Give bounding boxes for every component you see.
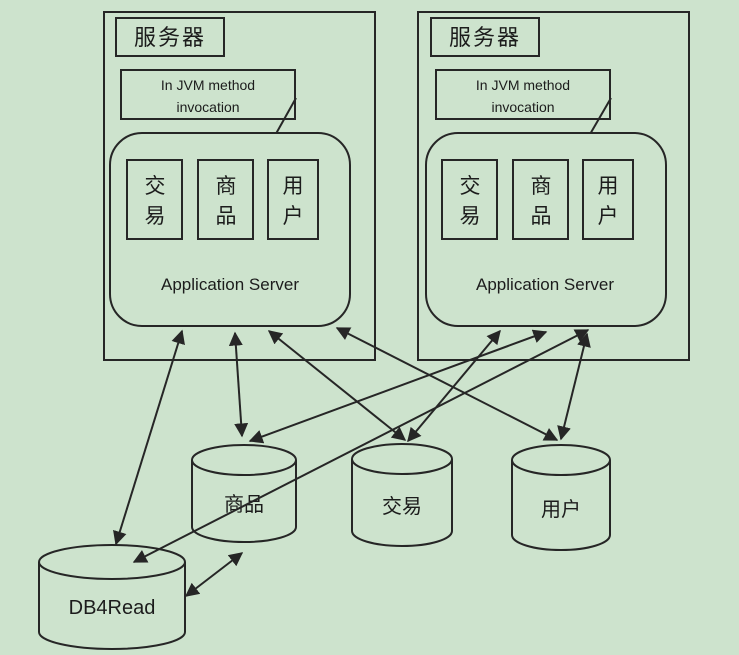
server-1-title: 服务器 xyxy=(134,26,206,51)
server-2-module-goods xyxy=(512,159,569,240)
server-2-module-user-char-2: 户 xyxy=(598,204,619,228)
server-1-jvm-line-2: invocation xyxy=(176,99,239,115)
db-goods-top xyxy=(191,444,297,476)
server-2: 服务器 In JVM method invocation 交 易 商 品 用 户… xyxy=(417,11,690,361)
server-2-module-goods-char-2: 品 xyxy=(531,204,552,228)
server-1-title-box xyxy=(115,17,225,57)
db-read-top xyxy=(38,544,186,580)
server-2-module-trade-char-1: 交 xyxy=(460,174,481,198)
server-1-module-user xyxy=(267,159,319,240)
server-2-module-user xyxy=(582,159,634,240)
server-1-module-goods-char-1: 商 xyxy=(216,174,237,198)
db-user-top xyxy=(511,444,611,476)
server-1-module-goods-char-2: 品 xyxy=(216,204,237,228)
server-1-jvm-box xyxy=(120,69,296,120)
server-1-module-goods xyxy=(197,159,254,240)
arrow-server1-dbread xyxy=(113,329,185,546)
server-2-module-goods-char-1: 商 xyxy=(531,174,552,198)
server-1-module-trade-char-2: 易 xyxy=(145,204,166,228)
server-1-module-trade-char-1: 交 xyxy=(145,174,166,198)
server-2-module-user-char-1: 用 xyxy=(598,174,619,198)
server-1: 服务器 In JVM method invocation 交 易 商 品 用 户… xyxy=(103,11,376,361)
server-1-module-user-char-2: 户 xyxy=(283,204,304,228)
server-2-title: 服务器 xyxy=(449,26,521,51)
db-user: 用户 xyxy=(511,444,611,551)
db-read-label: DB4Read xyxy=(69,597,156,619)
arrow-server2-dbread xyxy=(132,329,590,563)
server-2-jvm-line-2: invocation xyxy=(491,99,554,115)
server-1-jvm-line-1: In JVM method xyxy=(161,77,255,93)
db-trade-label: 交易 xyxy=(382,494,422,518)
server-2-jvm-line-1: In JVM method xyxy=(476,77,570,93)
server-2-title-box xyxy=(430,17,540,57)
server-2-jvm-box xyxy=(435,69,611,120)
db-read: DB4Read xyxy=(38,544,186,650)
server-2-module-trade xyxy=(441,159,498,240)
db-goods: 商品 xyxy=(191,444,297,543)
db-user-label: 用户 xyxy=(541,497,581,521)
server-2-module-trade-char-2: 易 xyxy=(460,204,481,228)
server-1-app-server-label: Application Server xyxy=(161,275,299,294)
db-trade-top xyxy=(351,443,453,475)
db-trade: 交易 xyxy=(351,443,453,547)
server-1-module-user-char-1: 用 xyxy=(283,174,304,198)
server-2-app-server-label: Application Server xyxy=(476,275,614,294)
db-read-body xyxy=(38,562,186,650)
arrow-goods-dbread xyxy=(184,552,244,597)
server-1-module-trade xyxy=(126,159,183,240)
